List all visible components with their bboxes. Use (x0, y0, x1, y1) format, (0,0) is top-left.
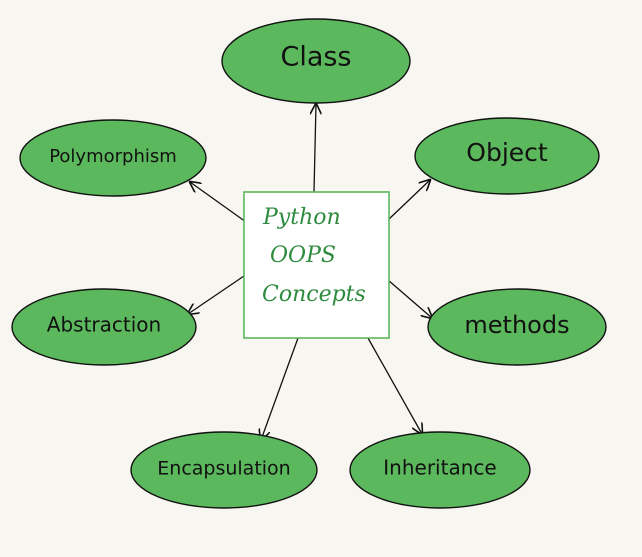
edge-to-inheritance (367, 337, 422, 434)
center-node: Python OOPS Concepts (243, 191, 390, 339)
edge-to-encapsulation (261, 337, 299, 440)
edge-to-object (387, 180, 430, 221)
node-encapsulation-label: Encapsulation (157, 458, 290, 480)
node-object-label: Object (466, 138, 548, 167)
center-line-2: OOPS (270, 243, 336, 268)
edge-to-abstraction (188, 275, 245, 314)
edge-to-polymorphism (190, 182, 247, 223)
node-polymorphism-label: Polymorphism (49, 146, 177, 167)
node-abstraction-label: Abstraction (47, 313, 161, 337)
node-methods: methods (427, 288, 607, 366)
node-object: Object (414, 117, 600, 195)
node-encapsulation: Encapsulation (130, 431, 318, 509)
node-inheritance-label: Inheritance (383, 456, 496, 480)
node-inheritance: Inheritance (349, 431, 531, 509)
center-line-3: Concepts (262, 282, 366, 307)
edge-to-class (314, 104, 316, 193)
center-line-1: Python (262, 205, 341, 230)
edge-to-methods (387, 279, 432, 318)
node-class: Class (221, 18, 411, 104)
node-abstraction: Abstraction (11, 288, 197, 366)
node-methods-label: methods (464, 311, 569, 339)
node-class-label: Class (280, 42, 351, 73)
node-polymorphism: Polymorphism (19, 119, 207, 197)
